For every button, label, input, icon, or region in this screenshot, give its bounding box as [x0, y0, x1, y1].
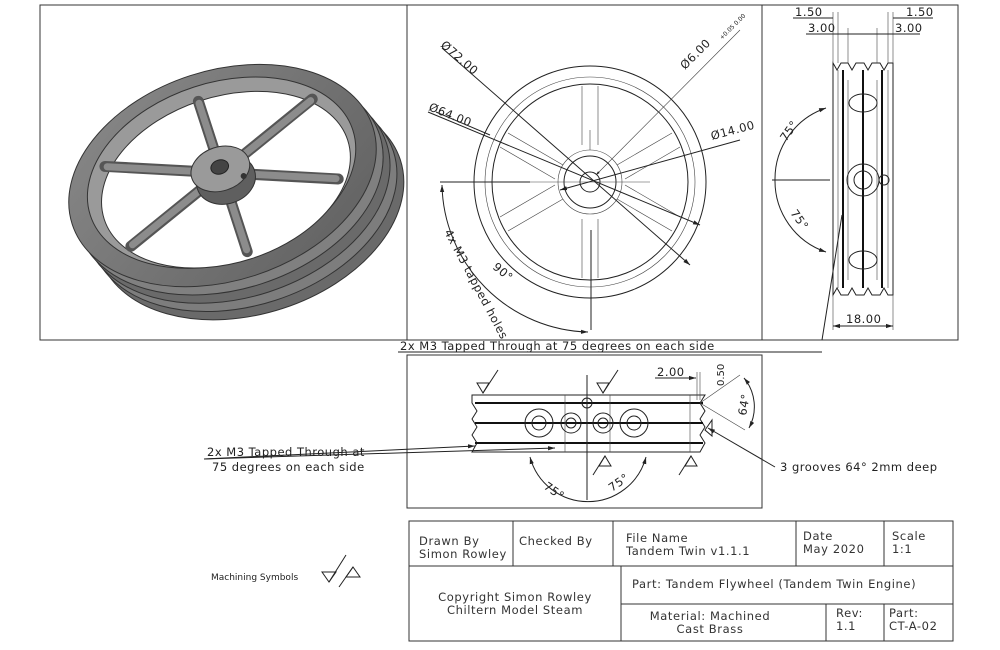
note-tapped-line2: 75 degrees on each side [212, 460, 365, 474]
dim-width-18: 18.00 [846, 312, 881, 326]
part-number-value: CT-A-02 [889, 619, 938, 633]
file-name-value: Tandem Twin v1.1.1 [625, 544, 750, 558]
isometric-3d-view [68, 63, 405, 321]
note-tapped-line1: 2x M3 Tapped Through at [207, 445, 365, 459]
date-label: Date [803, 529, 833, 543]
rev-label: Rev: [836, 606, 863, 620]
note-grooves: 3 grooves 64° 2mm deep [780, 460, 938, 474]
bottom-view: 75° 75° 2.00 0.50 64° [203, 364, 776, 503]
rev-value: 1.1 [836, 619, 856, 633]
side-view: 1.50 1.50 3.00 3.00 75° 75° 18.00 [772, 5, 934, 341]
machining-symbols-icon [321, 554, 361, 588]
angle-top-75: 75° [777, 118, 801, 144]
part-number-label: Part: [889, 606, 919, 620]
dim-left-3-00: 3.00 [808, 21, 836, 35]
copyright-line2: Chiltern Model Steam [447, 603, 583, 617]
dim-dia-6: Ø6.00 [677, 36, 713, 72]
front-view: Ø72.00 Ø64.00 Ø6.00 +0.05 0.00 Ø14.00 90… [427, 13, 756, 342]
dim-dia-72: Ø72.00 [438, 38, 481, 78]
note-tapped-through: 2x M3 Tapped Through at 75 degrees on ea… [400, 339, 715, 353]
angle-bottom-75: 75° [788, 207, 812, 233]
groove-angle-64: 64° [735, 393, 753, 417]
title-block: Drawn By Simon Rowley Checked By File Na… [408, 520, 954, 642]
angle-left-75: 75° [541, 479, 567, 503]
dim-dia-64: Ø64.00 [427, 100, 474, 130]
dim-angle-90: 90° [490, 260, 516, 285]
machining-symbols-label: Machining Symbols [211, 573, 298, 583]
dim-right-1-50: 1.50 [906, 5, 934, 19]
checked-by-label: Checked By [519, 534, 593, 548]
scale-value: 1:1 [892, 542, 912, 556]
scale-label: Scale [892, 529, 926, 543]
bottom-view-frame [406, 354, 763, 509]
material-line1: Material: Machined [650, 609, 771, 623]
date-value: May 2020 [803, 542, 865, 556]
top-views-frame [39, 4, 959, 341]
drawn-by-value: Simon Rowley [419, 547, 507, 561]
dim-0-50: 0.50 [716, 364, 727, 386]
dim-right-3-00: 3.00 [895, 21, 923, 35]
dim-left-1-50: 1.50 [795, 5, 823, 19]
holes-note: 4x M3 tapped holes [441, 227, 511, 342]
material-line2: Cast Brass [677, 622, 744, 636]
dim-dia-14: Ø14.00 [709, 118, 756, 143]
copyright-line1: Copyright Simon Rowley [438, 590, 592, 604]
part-title: Part: Tandem Flywheel (Tandem Twin Engin… [632, 577, 916, 591]
dim-2-00: 2.00 [657, 365, 685, 379]
file-name-label: File Name [626, 531, 688, 545]
drawn-by-label: Drawn By [419, 534, 479, 548]
angle-right-75: 75° [606, 470, 632, 494]
